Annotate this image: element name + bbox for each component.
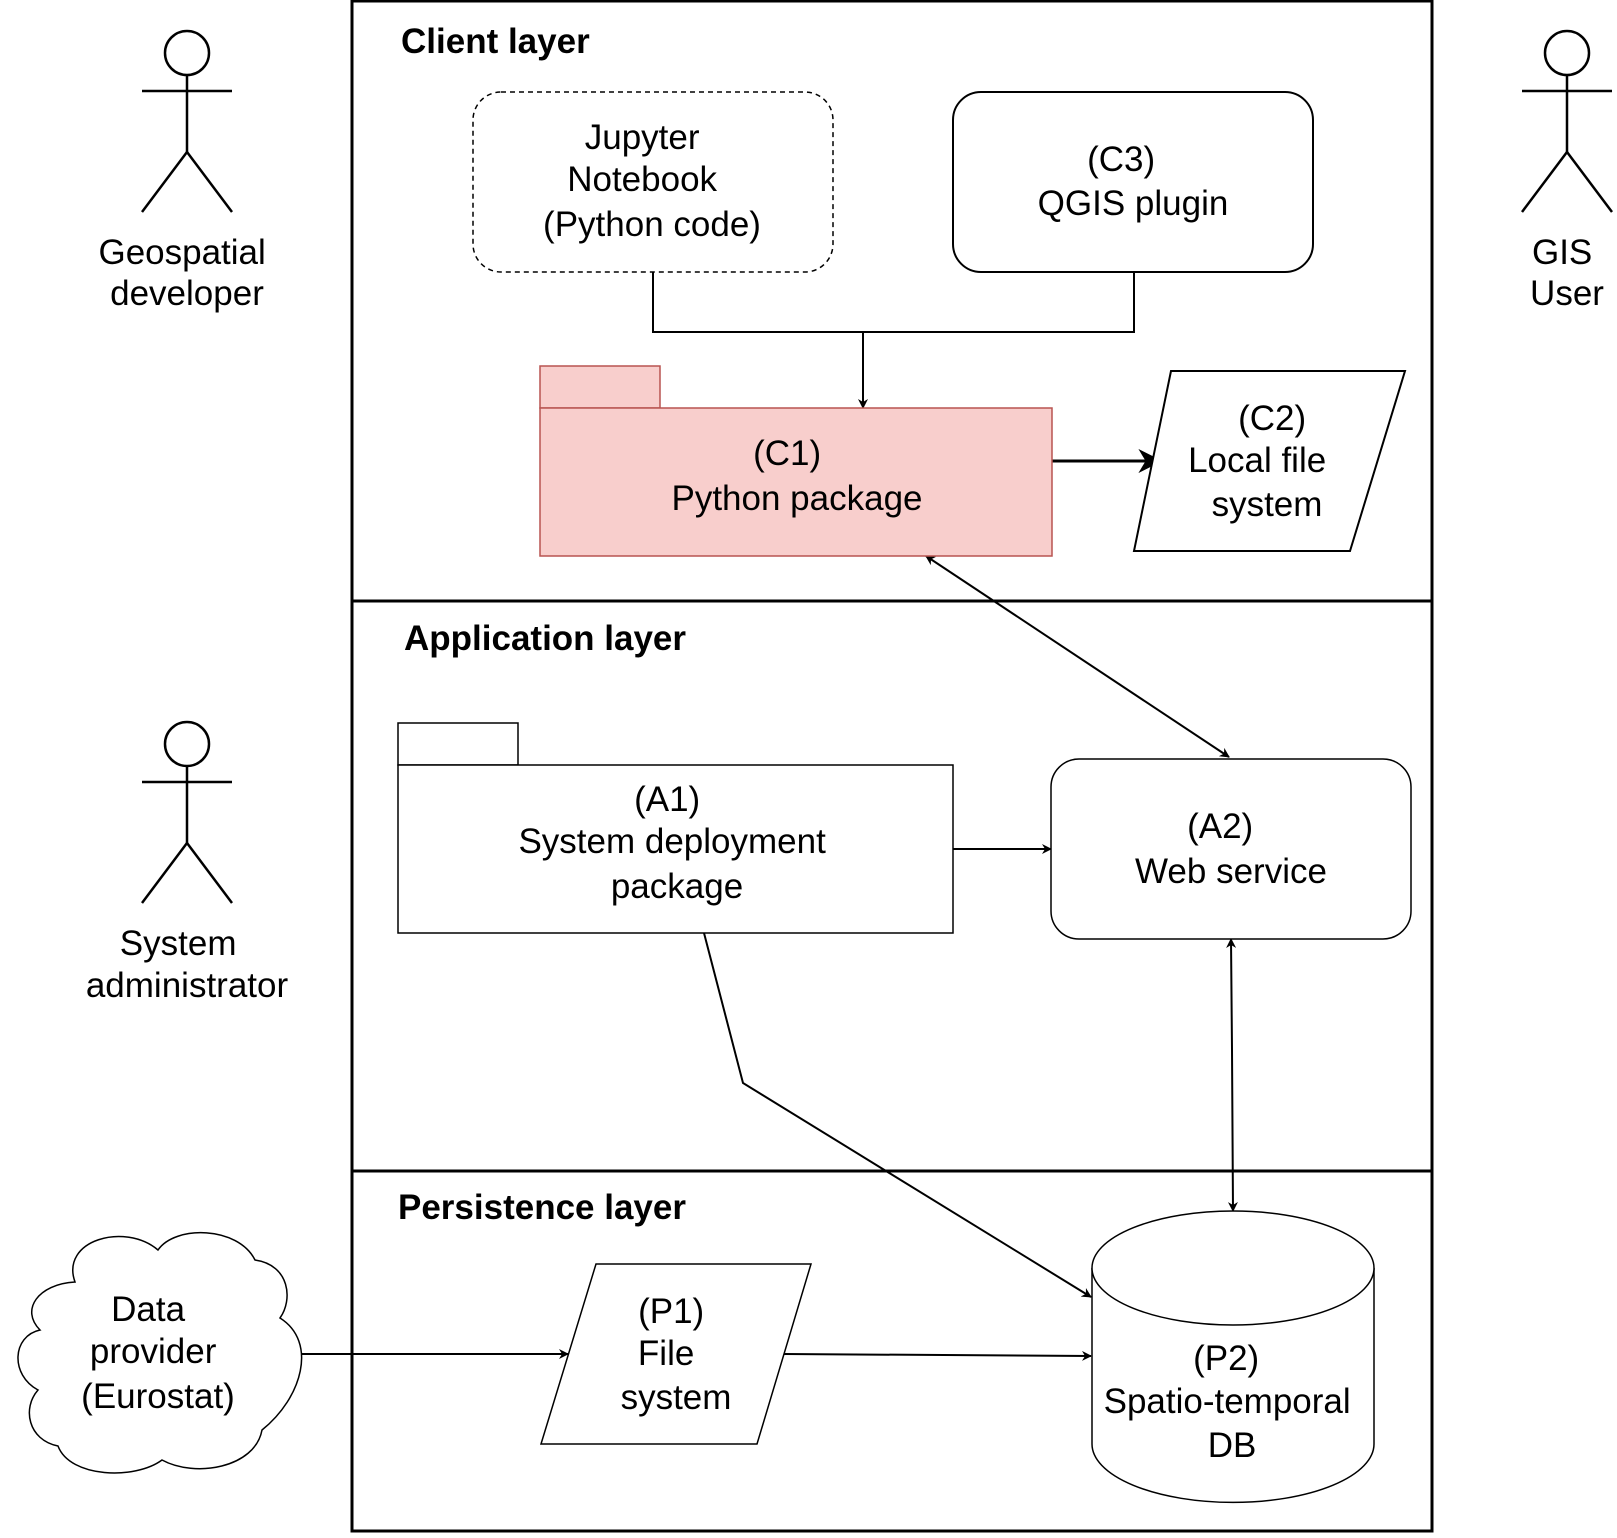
cloud-icon	[17, 1232, 303, 1474]
node-c2-local-file-system: (C2) Local file system	[1132, 370, 1407, 552]
connectors	[277, 272, 1238, 1361]
node-jupyter-notebook: Jupyter Notebook (Python code)	[472, 91, 834, 273]
edge-p1-to-p2	[783, 1350, 1092, 1361]
database-icon	[1091, 1210, 1375, 1504]
actor-gis-user: GIS User	[1521, 29, 1613, 313]
c3-label: (C3) QGIS plugin	[1038, 140, 1229, 223]
jupyter-label: Jupyter Notebook (Python code)	[543, 118, 761, 244]
actor-system-administrator: System administrator	[86, 720, 289, 1005]
edge-c3-to-c1	[863, 272, 1135, 333]
actor-geospatial-developer: Geospatial developer	[98, 29, 275, 313]
a2-label: (A2) Web service	[1135, 807, 1327, 891]
node-p2-spatio-temporal-db: (P2) Spatio-temporal DB	[1091, 1210, 1375, 1504]
a1-label: (A1) System deployment package	[518, 780, 835, 906]
edge-jupyter-to-c1	[652, 272, 863, 333]
p2-label: (P2) Spatio-temporal DB	[1104, 1339, 1361, 1465]
system-administrator-label: System administrator	[86, 924, 289, 1005]
data-provider-label: Data provider (Eurostat)	[81, 1290, 235, 1416]
edge-c1-a2	[925, 555, 1230, 758]
package-icon	[397, 722, 954, 934]
node-a1-system-deployment-package: (A1) System deployment package	[397, 722, 954, 934]
node-data-provider: Data provider (Eurostat)	[17, 1232, 303, 1474]
gis-user-label: GIS User	[1530, 233, 1604, 313]
persistence-layer-title: Persistence layer	[398, 1188, 686, 1227]
node-p1-file-system: (P1) File system	[539, 1263, 813, 1445]
node-c1-python-package: (C1) Python package	[539, 365, 1053, 557]
edge-a1-to-p2	[703, 932, 1092, 1298]
stick-figure-icon	[141, 720, 233, 904]
stick-figure-icon	[1521, 29, 1613, 213]
geospatial-developer-label: Geospatial developer	[98, 233, 275, 313]
client-layer-title: Client layer	[401, 22, 590, 61]
layer-persistence: Persistence layer	[350, 1169, 1434, 1533]
stick-figure-icon	[141, 29, 233, 213]
p1-label: (P1) File system	[621, 1292, 732, 1417]
edge-a2-p2	[1226, 938, 1238, 1212]
application-layer-title: Application layer	[404, 619, 686, 658]
node-a2-web-service: (A2) Web service	[1050, 758, 1412, 940]
package-icon	[539, 365, 1053, 557]
node-c3-qgis-plugin: (C3) QGIS plugin	[952, 91, 1314, 273]
c1-label: (C1) Python package	[671, 434, 922, 518]
c2-label: (C2) Local file system	[1188, 399, 1336, 524]
